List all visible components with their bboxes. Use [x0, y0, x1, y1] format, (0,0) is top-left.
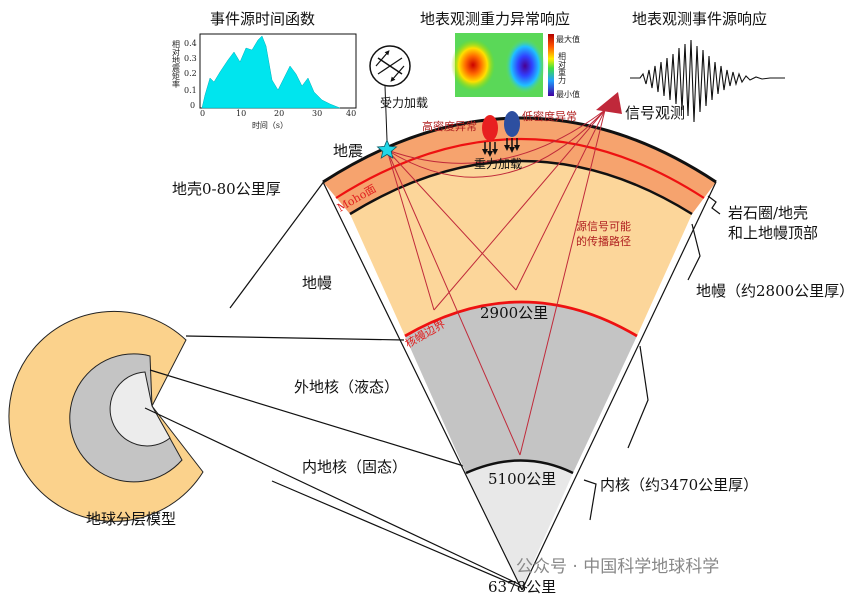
right-brackets — [583, 195, 721, 521]
source-time-function-plot: 0 10 20 30 40 0 0.1 0.2 0.3 0.4 时间（s） 相对… — [172, 33, 357, 130]
earth-model-label: 地球分层模型 — [86, 510, 176, 528]
low-density-anomaly — [504, 111, 520, 137]
earthquake-star-icon — [376, 138, 398, 159]
surface-boundary — [322, 116, 717, 184]
outer-core-label: 外地核（液态） — [294, 378, 399, 396]
svg-text:0.3: 0.3 — [184, 54, 197, 63]
cross-section-wedge — [322, 116, 717, 591]
svg-text:0: 0 — [190, 101, 195, 110]
path-label-2: 的传播路径 — [576, 234, 631, 248]
watermark-text: 公众号 · 中国科学地球科学 — [516, 557, 719, 577]
svg-text:40: 40 — [346, 109, 356, 118]
mantle-label: 地幔 — [302, 274, 332, 292]
colorbar-min-label: 最小值 — [556, 89, 580, 99]
mantle-thickness-label: 地幔（约2800公里厚） — [696, 282, 854, 300]
event-response-title: 地表观测事件源响应 — [632, 10, 767, 28]
stf-xlabel: 时间（s） — [252, 120, 288, 130]
colorbar-max-label: 最大值 — [556, 34, 580, 44]
core-thickness-label: 内核（约3470公里厚） — [600, 476, 758, 494]
core-mantle-boundary — [404, 300, 638, 338]
zoom-connector-lines — [144, 179, 528, 589]
mantle-layer — [350, 161, 692, 336]
crust-label: 地壳0-80公里厚 — [172, 180, 281, 198]
svg-text:20: 20 — [274, 109, 284, 118]
signal-observation-label: 信号观测 — [625, 104, 685, 122]
outer-core-layer — [405, 302, 637, 473]
depth-6378-label: 6378公里 — [488, 578, 556, 596]
stf-curve — [201, 35, 341, 109]
station-triangle-icon — [596, 92, 622, 114]
high-density-anomaly — [482, 115, 498, 141]
seismogram-trace — [630, 39, 785, 123]
depth-5100-label: 5100公里 — [488, 470, 556, 488]
svg-text:30: 30 — [312, 109, 322, 118]
text-labels: 事件源时间函数 地表观测重力异常响应 地表观测事件源响应 受力加载 地震 信号观… — [86, 10, 854, 596]
crust-layer — [323, 118, 716, 214]
lithosphere-base — [349, 159, 693, 216]
force-loading-icon — [369, 45, 411, 141]
svg-text:10: 10 — [236, 109, 246, 118]
density-anomalies — [482, 111, 520, 157]
svg-text:0.4: 0.4 — [184, 39, 197, 48]
stf-ylabel: 相对地震矩率 — [172, 39, 181, 89]
force-loading-label: 受力加载 — [380, 96, 428, 110]
lithosphere-label: 岩石圈/地壳 — [728, 204, 808, 222]
svg-text:0: 0 — [200, 109, 205, 118]
gravity-loading-label: 重力加载 — [474, 157, 522, 171]
high-density-label: 高密度异常 — [422, 119, 477, 133]
depth-2900-label: 2900公里 — [480, 304, 548, 322]
earth-layer-model — [8, 310, 204, 522]
earthquake-label: 地震 — [333, 142, 363, 160]
svg-text:0.1: 0.1 — [184, 86, 197, 95]
inner-core-label: 内地核（固态） — [302, 458, 407, 476]
colorbar-mid-label: 相对重力 — [558, 51, 567, 85]
path-label: 源信号可能 — [576, 219, 631, 233]
gravity-anomaly-map: 最大值 相对重力 最小值 — [451, 33, 580, 99]
gravity-arrows — [482, 138, 520, 157]
low-density-label: 低密度异常 — [522, 109, 577, 123]
gravity-colorbar — [548, 34, 554, 96]
propagation-paths — [386, 109, 606, 456]
inner-core-layer — [466, 460, 573, 588]
moho-boundary — [335, 138, 705, 199]
gravity-title: 地表观测重力异常响应 — [420, 10, 570, 28]
model-inner-core — [109, 371, 171, 447]
lithosphere-label-2: 和上地幔顶部 — [728, 224, 818, 242]
stf-ticks: 0 10 20 30 40 0 0.1 0.2 0.3 0.4 — [184, 39, 356, 118]
stf-title: 事件源时间函数 — [210, 10, 315, 28]
inner-core-boundary — [465, 459, 574, 475]
svg-text:0.2: 0.2 — [184, 69, 197, 78]
